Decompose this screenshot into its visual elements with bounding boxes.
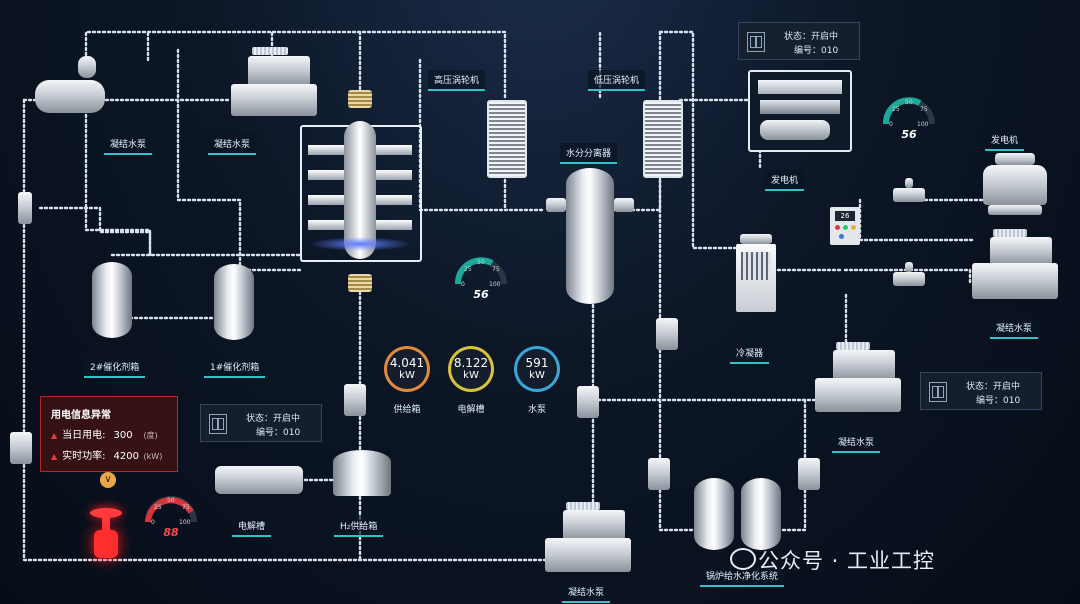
kw-label-electrolyzer: 电解槽 [457, 405, 485, 415]
controller-display: 26 [835, 211, 855, 221]
kw-meter-supply: 4.041 kW [384, 346, 430, 392]
server-icon [747, 32, 765, 52]
gauge-bottom: 25 50 75 0 100 88 [142, 486, 200, 542]
pipe-valve-boiler-right[interactable] [798, 458, 820, 490]
gauge-value: 56 [901, 128, 917, 141]
electrolyzer-cylinder[interactable] [215, 466, 303, 494]
catalyst-tank-2[interactable] [92, 262, 132, 338]
pipe-valve-boiler-left[interactable] [648, 458, 670, 490]
brass-coupling-bottom [348, 274, 372, 292]
pipe-valve-mid[interactable] [344, 384, 366, 416]
label-catalyst-2: 2#催化剂箱 [84, 357, 146, 378]
gauge-value: 56 [473, 288, 489, 301]
kw-label-supply: 供给箱 [393, 405, 421, 415]
pipe-valve-center[interactable] [577, 386, 599, 418]
brass-coupling-top [348, 90, 372, 108]
alarm-daily-row: ▲当日用电:300(度) [51, 430, 158, 441]
gauge-value: 88 [163, 526, 179, 539]
separator-nozzle-left [546, 198, 566, 212]
label-lp-turbine: 低压涡轮机 [588, 70, 646, 91]
label-cond-pump-tl2: 凝结水泵 [208, 134, 257, 155]
alarm-power-row: ▲实时功率:4200(kW) [51, 451, 163, 462]
server-icon [929, 382, 947, 402]
gauge-middle: 25 50 75 0 100 56 [452, 248, 510, 304]
server-icon [209, 414, 227, 434]
kw-label-pump: 水泵 [527, 405, 546, 415]
separator-nozzle-right [614, 198, 634, 212]
alarm-title: 用电信息异常 [51, 410, 111, 421]
warning-triangle-icon: ▲ [51, 431, 58, 440]
alarm-chevron-icon: ∨ [100, 472, 116, 488]
label-cond-pump-mid: 凝结水泵 [832, 432, 881, 453]
label-boiler-water: 锅炉给水净化系统 [700, 566, 785, 587]
alarm-valve-red[interactable] [88, 508, 124, 564]
label-condenser: 冷凝器 [730, 343, 770, 364]
status-box-top: 状态：开启中 编号：010 [738, 22, 860, 60]
label-hp-turbine: 高压涡轮机 [428, 70, 486, 91]
label-generator-top: 发电机 [765, 170, 805, 191]
generator-machine[interactable] [748, 70, 852, 152]
gauge-top-right: 25 50 75 0 100 56 [880, 88, 938, 144]
kw-meter-pump: 591 kW [514, 346, 560, 392]
condenser-unit[interactable] [736, 234, 776, 312]
label-separator: 水分分离器 [560, 143, 618, 164]
pipe-valve-left-lower[interactable] [10, 432, 32, 464]
label-h2-tank: H₂供给箱 [334, 516, 384, 537]
pipe-valve-left-upper[interactable] [18, 192, 32, 224]
h2-supply-tank[interactable] [333, 450, 391, 496]
moisture-separator[interactable] [566, 168, 614, 304]
boiler-water-tank-2[interactable] [741, 478, 781, 550]
pipe-valve-sep[interactable] [656, 318, 678, 350]
controller-panel[interactable]: 26 [830, 207, 860, 245]
label-electrolyzer: 电解槽 [232, 516, 272, 537]
kw-meter-electrolyzer: 8.122 kW [448, 346, 494, 392]
label-cond-pump-right: 凝结水泵 [990, 318, 1039, 339]
warning-triangle-icon: ▲ [51, 452, 58, 461]
status-box-right: 状态：开启中 编号：010 [920, 372, 1042, 410]
power-alarm-panel[interactable]: 用电信息异常 ▲当日用电:300(度) ▲实时功率:4200(kW) [40, 396, 178, 472]
label-catalyst-1: 1#催化剂箱 [204, 357, 266, 378]
central-heat-exchanger[interactable] [300, 121, 422, 262]
watermark-text: 公众号 · 工业工控 [758, 549, 936, 573]
lp-turbine[interactable] [643, 100, 683, 178]
hp-turbine[interactable] [487, 100, 527, 178]
status-box-left: 状态：开启中 编号：010 [200, 404, 322, 442]
wechat-icon [730, 548, 756, 570]
label-cond-pump-tl1: 凝结水泵 [104, 134, 153, 155]
catalyst-tank-1[interactable] [214, 264, 254, 340]
label-generator-right: 发电机 [985, 130, 1025, 151]
label-cond-pump-bottom: 凝结水泵 [562, 582, 611, 603]
boiler-water-tank-1[interactable] [694, 478, 734, 550]
